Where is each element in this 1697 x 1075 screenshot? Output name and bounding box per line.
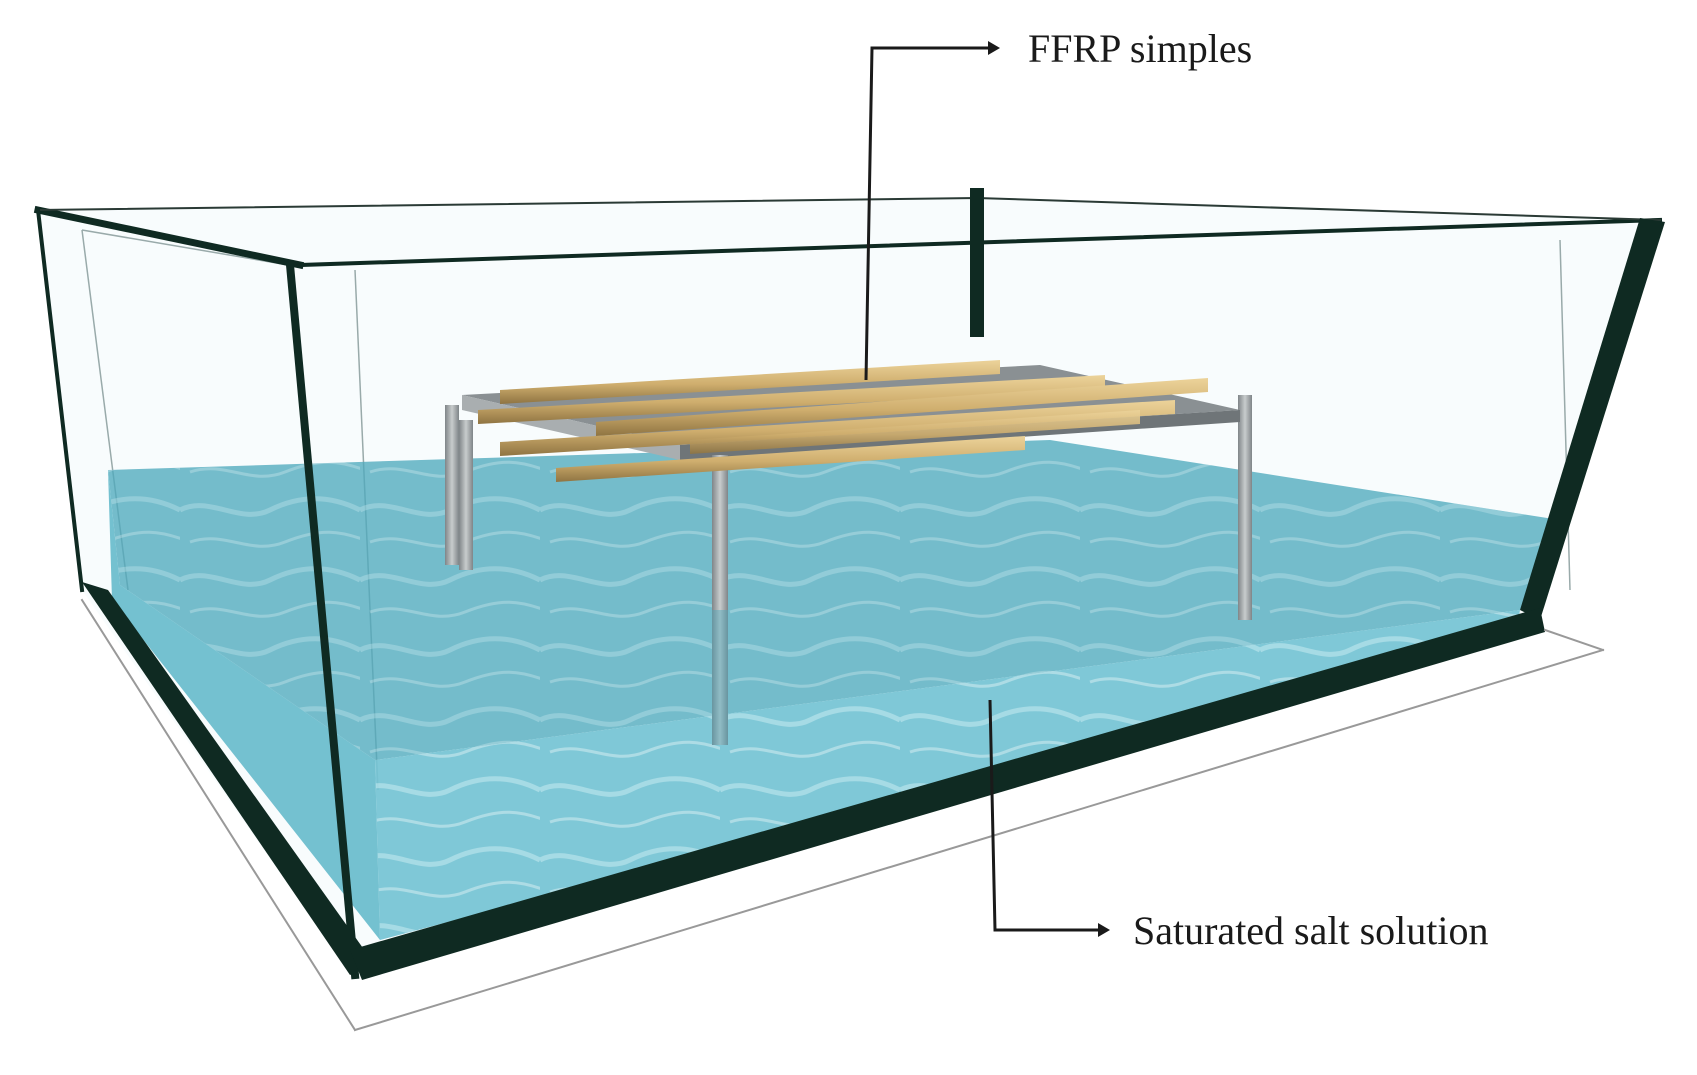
stand-leg-back-right [1238,395,1252,620]
arrow-head-samples [988,41,1000,55]
ffrp-rod [500,360,1000,404]
tank-frame [33,188,1665,1032]
ffrp-rod [690,410,1140,454]
tank-base-front [350,608,1545,980]
tank-post-left [35,207,85,593]
annotation-solution: Saturated salt solution [988,699,1489,953]
label-samples: FFRP simples [1028,26,1252,71]
ffrp-rod [556,436,1025,482]
annotation-samples: FFRP simples [864,26,1252,381]
callout-line-solution [988,699,1100,932]
tank-post-front [285,260,360,980]
ffrp-rod [500,400,1175,456]
water-side [108,470,380,940]
stand-leg-front-left [445,405,459,565]
ffrp-rod [596,378,1208,436]
ffrp-samples [478,360,1208,482]
tank-post-right [1520,218,1665,620]
ffrp-rod [478,375,1105,424]
callout-line-samples [864,46,990,381]
stand-leg-back-left [459,420,473,570]
tank-rim-left [33,205,305,270]
arrow-head-solution [1098,923,1110,937]
stand-leg-front-right [712,455,728,745]
label-solution: Saturated salt solution [1133,908,1489,953]
tank-base-left [82,582,375,975]
